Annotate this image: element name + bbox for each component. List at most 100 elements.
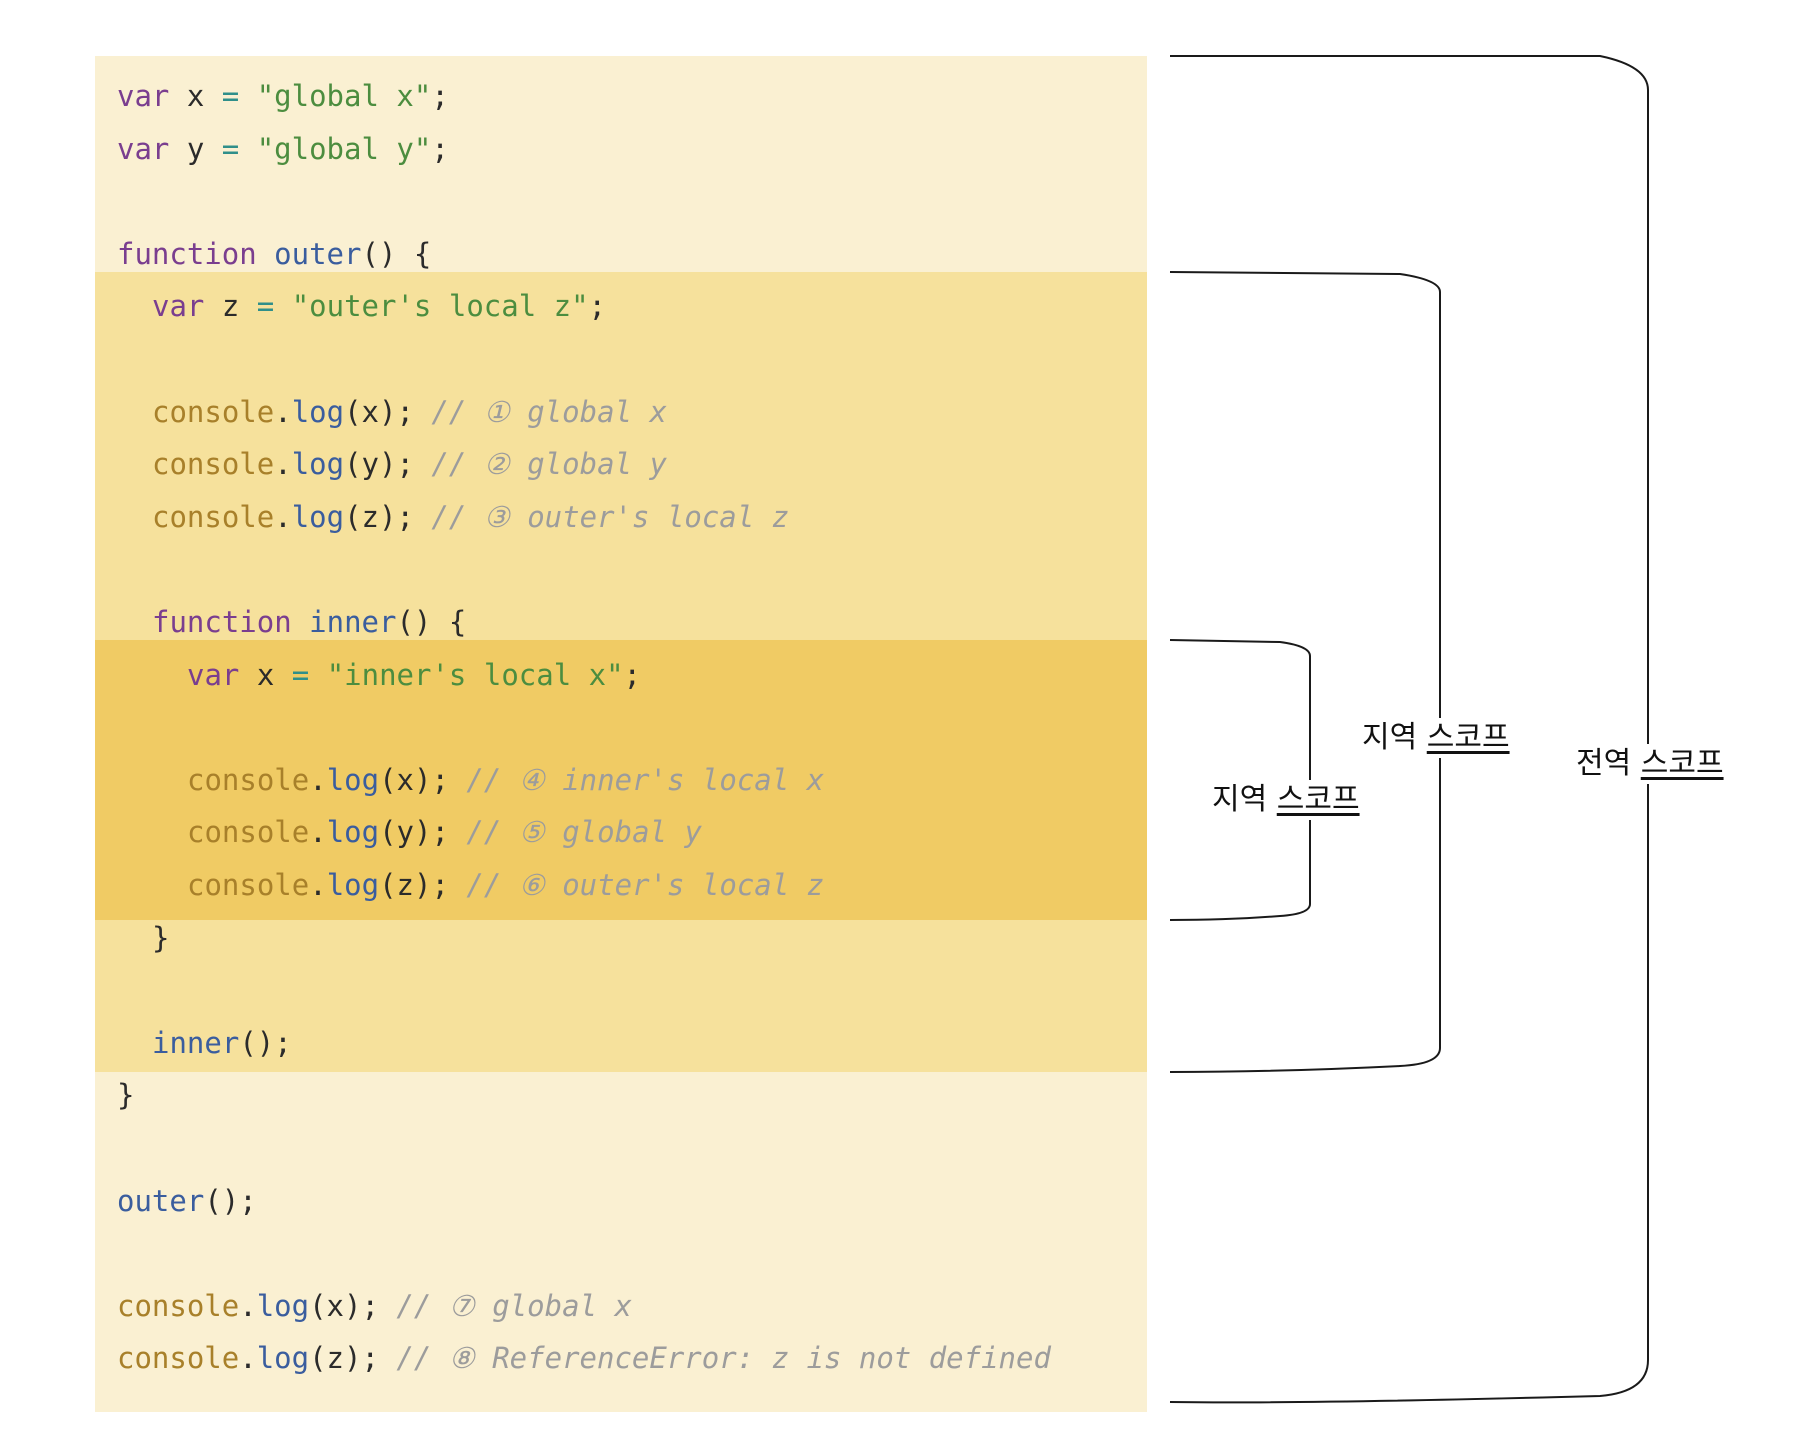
global-scope-word1: 전역 (1576, 746, 1632, 781)
code-line: var x = "global x"; (117, 70, 449, 122)
code-token-pun: . (274, 499, 292, 534)
code-line: var z = "outer's local z"; (152, 280, 606, 332)
code-token-obj: console (152, 394, 275, 429)
code-token-cmt: // ② global y (431, 447, 667, 482)
code-token-kw: var (187, 657, 240, 692)
code-token-pun: . (239, 1341, 257, 1376)
code-line: inner(); (152, 1017, 292, 1069)
code-token-id: z (204, 289, 257, 324)
code-line: console.log(z); // ⑧ ReferenceError: z i… (117, 1332, 1051, 1384)
code-line: function outer() { (117, 228, 431, 280)
code-token-pun: . (239, 1288, 257, 1323)
code-line: var x = "inner's local x"; (187, 649, 641, 701)
inner-local-scope-word1: 지역 (1212, 782, 1268, 817)
code-token-pun: () { (396, 605, 467, 639)
code-token-pun: } (117, 1078, 135, 1113)
code-token-pun: . (309, 868, 327, 902)
code-token-pun: ; (588, 289, 606, 324)
code-token-obj: console (187, 762, 310, 797)
code-token-op: = (221, 131, 240, 166)
code-token-pun: ; (623, 657, 641, 692)
code-token-fn: outer (274, 236, 362, 271)
inner-local-scope-word2: 스코프 (1276, 782, 1360, 817)
code-token-fn: log (256, 1288, 310, 1323)
code-token-cmt: // ⑦ global x (396, 1288, 632, 1323)
code-token-pun: . (309, 815, 327, 850)
code-token-id: x (169, 79, 222, 113)
code-token-fn: log (326, 762, 380, 797)
code-token-cmt: // ④ inner's local x (466, 762, 825, 797)
code-token-obj: console (187, 868, 310, 902)
code-token-cmt: // ① global x (431, 394, 667, 429)
code-token-pun: () { (361, 236, 432, 271)
code-line: console.log(z); // ⑥ outer's local z (187, 859, 824, 911)
code-token-fn: log (326, 868, 380, 902)
outer-local-scope-label: 지역 스코프 (1356, 718, 1516, 758)
code-token-fn: outer (117, 1183, 205, 1218)
code-line: console.log(y); // ② global y (152, 438, 667, 490)
code-line: console.log(x); // ④ inner's local x (187, 754, 824, 806)
code-token-pun: (x); (344, 394, 432, 429)
code-token-pun: (); (239, 1025, 292, 1060)
code-token-pun: . (274, 447, 292, 482)
code-token-pun: (x); (309, 1288, 397, 1323)
code-token-kw: var (117, 131, 170, 166)
code-token-str: "global x" (256, 79, 432, 113)
code-line: console.log(x); // ⑦ global x (117, 1280, 632, 1332)
code-token-pun: . (309, 762, 327, 797)
code-token-obj: console (117, 1288, 240, 1323)
code-token-pun: (y); (344, 447, 432, 482)
code-token-fn: log (256, 1341, 310, 1376)
code-line: console.log(y); // ⑤ global y (187, 806, 702, 858)
code-token-fn: inner (309, 605, 397, 639)
code-token-pun: (z); (344, 499, 432, 534)
code-token-pun: (y); (379, 815, 467, 850)
outer-local-scope-word2: 스코프 (1426, 720, 1510, 755)
code-line: var y = "global y"; (117, 123, 449, 175)
code-token-pun: } (152, 920, 170, 955)
code-line: } (117, 1069, 134, 1121)
code-token-fn: log (291, 447, 345, 482)
code-token-str: "global y" (256, 131, 432, 166)
code-token-pun: (x); (379, 762, 467, 797)
code-token-pun: . (274, 394, 292, 429)
inner-local-scope-bracket (1169, 639, 1311, 921)
global-scope-word2: 스코프 (1640, 746, 1724, 781)
code-token-kw: function (117, 236, 257, 271)
outer-local-scope-bracket (1169, 271, 1441, 1073)
code-token-cmt: // ⑥ outer's local z (466, 868, 825, 902)
code-token-cmt: // ⑤ global y (466, 815, 702, 850)
outer-local-scope-word1: 지역 (1362, 720, 1418, 755)
code-panel: var x = "global x";var y = "global y";fu… (95, 56, 1147, 1412)
code-token-op: = (256, 289, 275, 324)
code-token-cmt: // ⑧ ReferenceError: z is not defined (396, 1341, 1051, 1376)
code-line: outer(); (117, 1175, 257, 1227)
code-token-kw: function (152, 605, 292, 639)
code-token-pun: ; (431, 79, 449, 113)
code-token-fn: log (291, 394, 345, 429)
code-line: function inner() { (152, 596, 466, 648)
code-token-pun: (z); (309, 1341, 397, 1376)
code-token-pun: ; (431, 131, 449, 166)
code-token-cmt: // ③ outer's local z (431, 499, 790, 534)
code-token-pun: (z); (379, 868, 467, 902)
code-line: } (152, 912, 169, 964)
code-token-str: "outer's local z" (291, 289, 589, 324)
code-line: console.log(x); // ① global x (152, 386, 667, 438)
code-token-obj: console (117, 1341, 240, 1376)
code-token-op: = (221, 79, 240, 113)
code-token-fn: inner (152, 1025, 240, 1060)
code-token-id: x (239, 657, 292, 692)
code-token-fn: log (291, 499, 345, 534)
code-token-op: = (291, 657, 310, 692)
code-token-str: "inner's local x" (326, 657, 624, 692)
code-token-kw: var (152, 289, 205, 324)
code-token-obj: console (152, 447, 275, 482)
code-token-obj: console (152, 499, 275, 534)
code-token-fn: log (326, 815, 380, 850)
inner-scope-highlight (95, 640, 1147, 920)
global-scope-bracket (1169, 55, 1649, 1404)
code-token-id: y (169, 131, 222, 166)
code-token-kw: var (117, 79, 170, 113)
